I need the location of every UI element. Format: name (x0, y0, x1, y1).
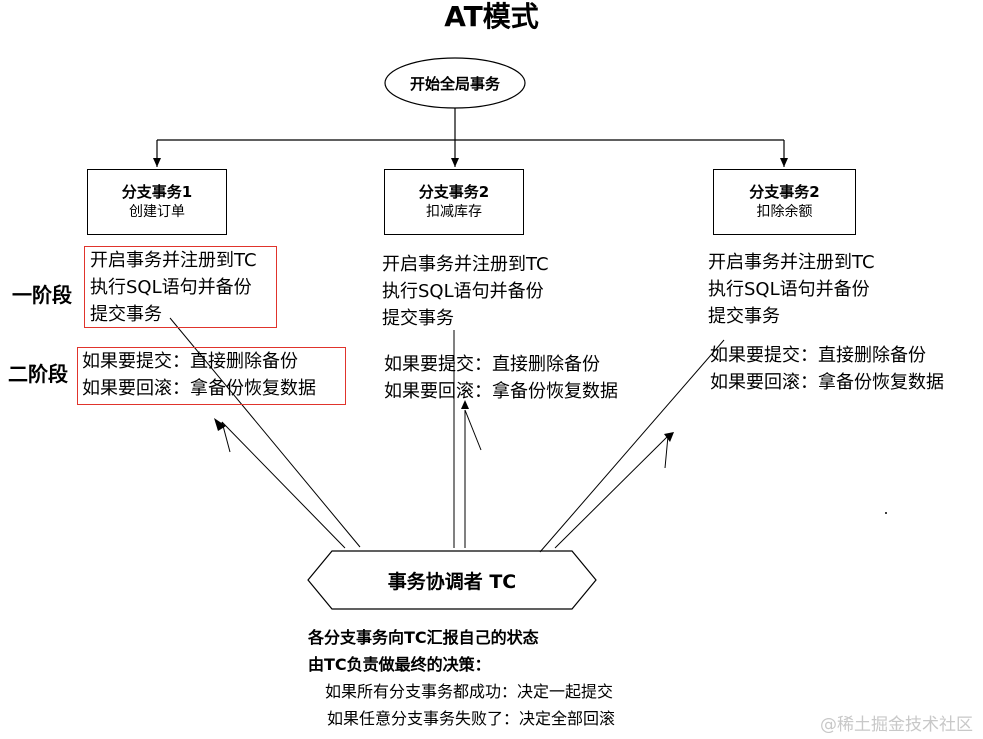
phase2-steps-branch1: 如果要提交：直接删除备份 如果要回滚：拿备份恢复数据 (77, 347, 346, 405)
phase2-step: 如果要回滚：拿备份恢复数据 (82, 378, 316, 399)
phase1-step: 提交事务 (90, 304, 162, 325)
branch-subtitle: 创建订单 (129, 204, 185, 220)
line-branch3-to-tc (539, 339, 725, 553)
phase1-label: 一阶段 (12, 283, 72, 307)
note-bold-line: 各分支事务向TC汇报自己的状态 (308, 628, 539, 647)
decision-notes: 各分支事务向TC汇报自己的状态 由TC负责做最终的决策： 如果所有分支事务都成功… (308, 624, 615, 732)
phase1-step: 开启事务并注册到TC (90, 250, 257, 271)
branch-box-1: 分支事务1 创建订单 (87, 169, 227, 235)
branch-title: 分支事务1 (121, 183, 193, 201)
line-tc-to-branch3 (554, 435, 669, 549)
start-node-label: 开始全局事务 (409, 74, 500, 93)
phase1-steps-branch2: 开启事务并注册到TC 执行SQL语句并备份 提交事务 (382, 251, 549, 332)
phase1-steps-branch1: 开启事务并注册到TC 执行SQL语句并备份 提交事务 (84, 246, 277, 328)
phase1-step: 执行SQL语句并备份 (382, 281, 544, 302)
phase1-step: 开启事务并注册到TC (382, 254, 549, 275)
branch-subtitle: 扣减库存 (426, 204, 482, 220)
phase2-step: 如果要提交：直接删除备份 (384, 354, 600, 375)
line-tc-to-branch1 (221, 421, 346, 549)
page-title: AT模式 (444, 0, 539, 33)
phase2-steps-branch3: 如果要提交：直接删除备份 如果要回滚：拿备份恢复数据 (710, 342, 944, 396)
phase2-step: 如果要提交：直接删除备份 (710, 345, 926, 366)
branch-subtitle: 扣除余额 (756, 204, 813, 220)
note-line: 如果任意分支事务失败了：决定全部回滚 (327, 709, 616, 728)
coordinator-shape (307, 550, 597, 610)
arrowhead-branch3 (664, 432, 674, 442)
line-branch1-to-tc (169, 317, 361, 548)
branch-box-3: 分支事务2 扣除余额 (713, 169, 856, 235)
arrowhead-branch2 (461, 400, 469, 409)
phase2-step: 如果要回滚：拿备份恢复数据 (384, 381, 618, 402)
phase1-step: 提交事务 (382, 308, 454, 329)
phase2-step: 如果要回滚：拿备份恢复数据 (710, 372, 944, 393)
arrowhead-branch1 (214, 418, 226, 431)
phase1-step: 执行SQL语句并备份 (708, 279, 870, 300)
phase1-steps-branch3: 开启事务并注册到TC 执行SQL语句并备份 提交事务 (708, 249, 875, 330)
note-bold-line: 由TC负责做最终的决策： (308, 655, 491, 674)
phase2-step: 如果要提交：直接删除备份 (82, 351, 298, 372)
watermark: @稀土掘金技术社区 (820, 715, 973, 735)
note-line: 如果所有分支事务都成功：决定一起提交 (325, 682, 614, 701)
branch-title: 分支事务2 (418, 183, 490, 201)
phase1-step: 开启事务并注册到TC (708, 252, 875, 273)
phase2-steps-branch2: 如果要提交：直接删除备份 如果要回滚：拿备份恢复数据 (384, 351, 618, 405)
phase2-label: 二阶段 (8, 362, 68, 386)
branch-box-2: 分支事务2 扣减库存 (384, 169, 524, 235)
coordinator-label: 事务协调者 TC (387, 570, 517, 593)
phase1-step: 提交事务 (708, 306, 780, 327)
branch-title: 分支事务2 (749, 183, 820, 201)
phase1-step: 执行SQL语句并备份 (90, 277, 252, 298)
